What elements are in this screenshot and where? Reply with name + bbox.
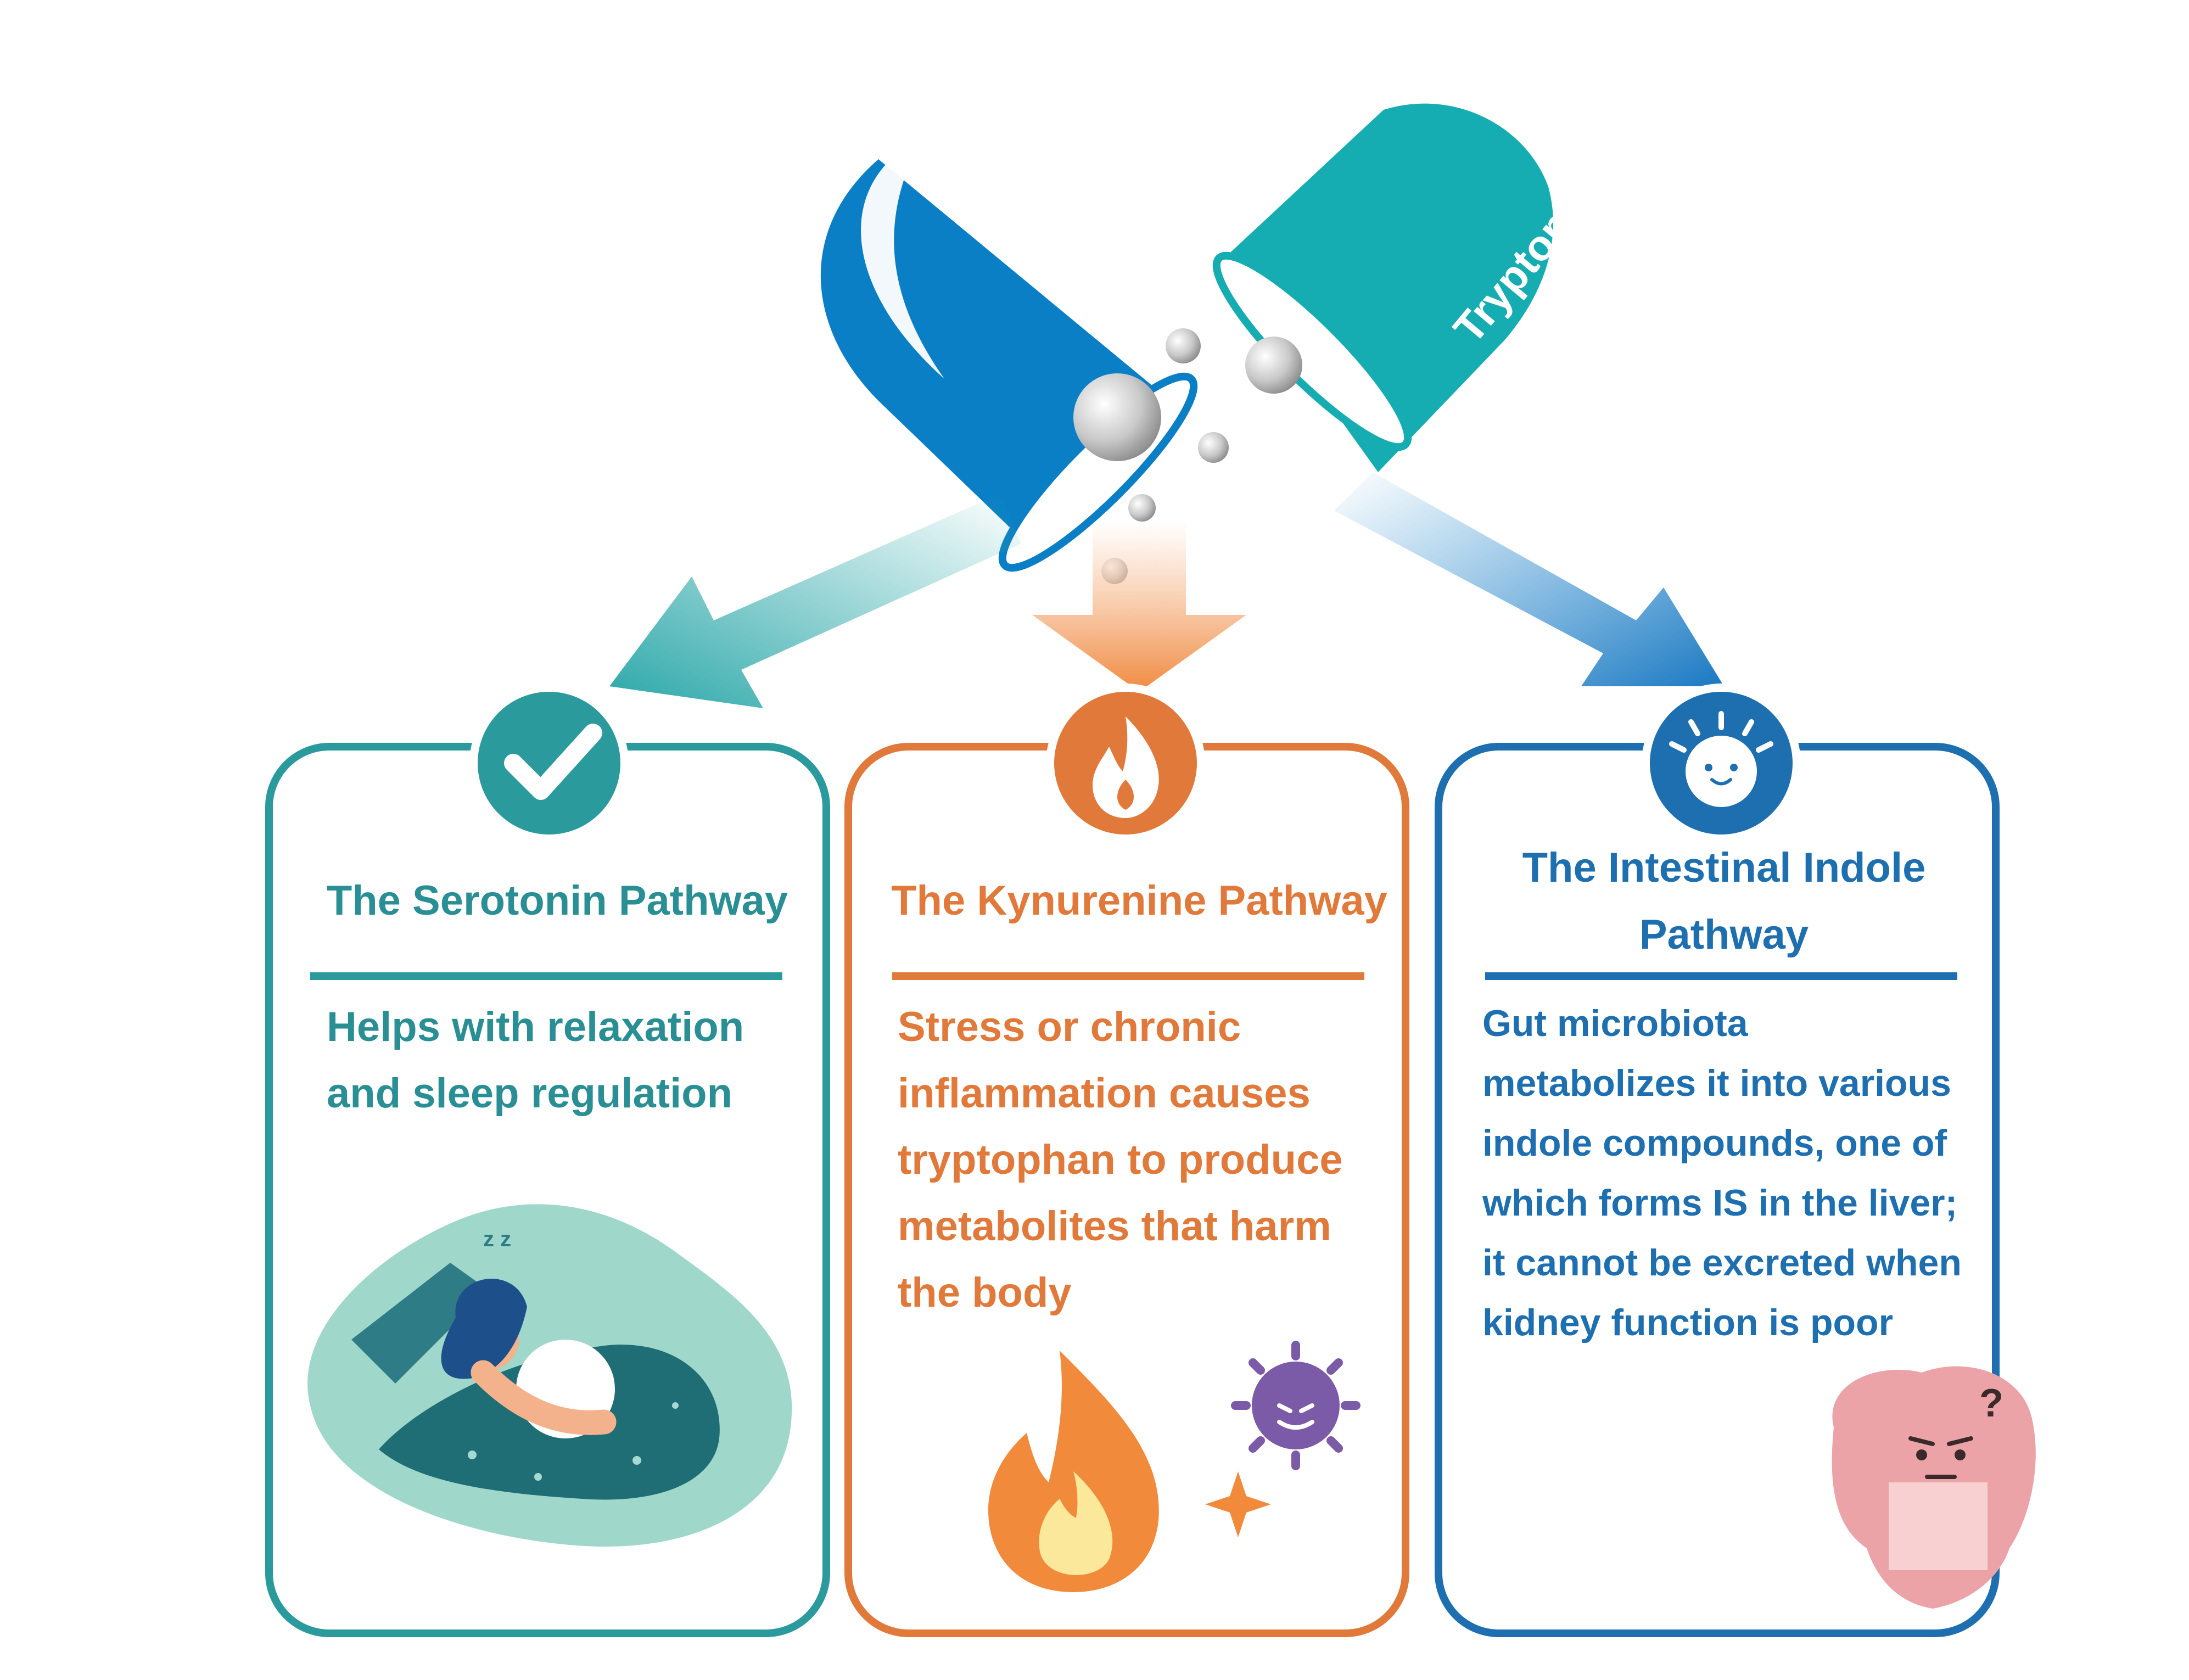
flame-icon: [1046, 684, 1205, 843]
arrow-to-kynurenine: [1032, 522, 1246, 692]
indole-line-4: which forms IS in the liver;: [1482, 1182, 1958, 1224]
kynurenine-line-5: the body: [898, 1269, 1072, 1316]
arrow-to-indole: [1334, 472, 1724, 686]
checkmark-icon: [469, 684, 629, 843]
indole-line-3: indole compounds, one of: [1482, 1122, 1947, 1164]
indole-title-line2: Pathway: [1639, 911, 1809, 958]
indole-title: The Intestinal Indole Pathway: [1460, 835, 1988, 968]
arrow-to-serotonin: [609, 494, 1021, 708]
svg-text:z z: z z: [483, 1227, 511, 1251]
indole-line-6: kidney function is poor: [1482, 1302, 1894, 1343]
sleeping-woman-illustration: z z: [307, 1204, 792, 1547]
tryptophan-particles: [1073, 328, 1302, 584]
kynurenine-line-3: tryptophan to produce: [898, 1136, 1343, 1183]
kynurenine-title: The Kynurenine Pathway: [891, 877, 1387, 924]
indole-line-1: Gut microbiota: [1482, 1003, 1748, 1044]
svg-text:?: ?: [1979, 1381, 2003, 1425]
capsule-left-half: [820, 137, 1198, 572]
serotonin-description: Helps with relaxation and sleep regulati…: [327, 994, 821, 1127]
indole-description: Gut microbiota metabolizes it into vario…: [1482, 994, 2009, 1353]
fire-and-virus-illustration: [988, 1341, 1361, 1592]
kynurenine-line-1: Stress or chronic: [898, 1004, 1241, 1050]
kynurenine-description: Stress or chronic inflammation causes tr…: [898, 994, 1419, 1326]
kynurenine-line-4: metabolites that harm: [898, 1203, 1331, 1250]
indole-line-5: it cannot be excreted when: [1482, 1242, 1962, 1284]
kynurenine-line-2: inflammation causes: [898, 1070, 1311, 1117]
serotonin-line-1: Helps with relaxation: [327, 1004, 744, 1050]
sun-face-icon: [1642, 684, 1801, 843]
indole-title-line1: The Intestinal Indole: [1522, 844, 1926, 891]
serotonin-line-2: and sleep regulation: [327, 1070, 733, 1117]
indole-line-2: metabolizes it into various: [1482, 1062, 1951, 1104]
serotonin-title: The Serotonin Pathway: [326, 877, 788, 924]
confused-intestine-illustration: ?: [1832, 1366, 2036, 1609]
